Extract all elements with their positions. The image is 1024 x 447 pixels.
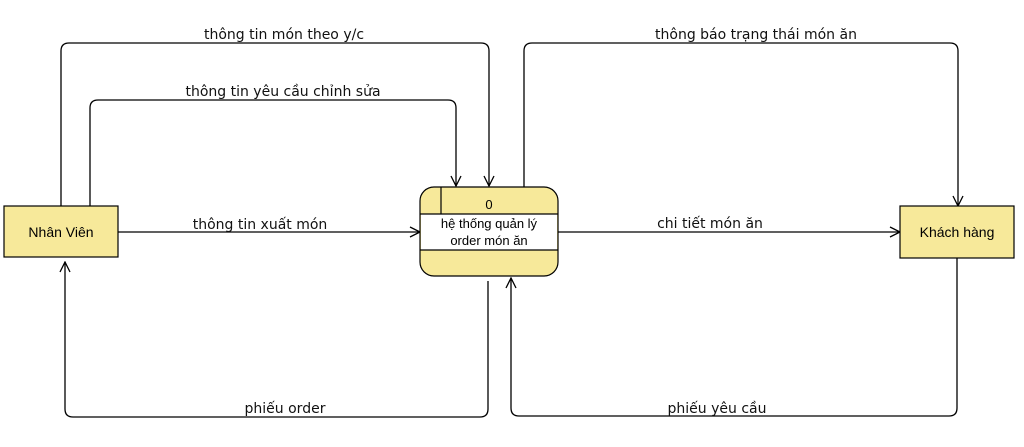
entity-customer[interactable]: Khách hàng	[899, 205, 1015, 259]
flow-label-dish-details: chi tiết món ăn	[657, 215, 763, 232]
flow-line-dish-status-notice	[523, 42, 958, 206]
flow-label-dish-status-notice: thông báo trạng thái món ăn	[655, 27, 857, 43]
process-number: 0	[485, 197, 492, 212]
flow-line-request-slip	[511, 258, 958, 417]
process-name-line2: order món ăn	[450, 233, 527, 248]
flow-label-edit-request: thông tin yêu cầu chỉnh sửa	[185, 84, 380, 100]
flow-label-request-slip: phiếu yêu cầu	[668, 400, 767, 417]
flow-line-edit-request	[89, 99, 456, 206]
process-order-system[interactable]: 0 hệ thống quản lý order món ăn	[419, 186, 559, 277]
entity-staff-label: Nhân Viên	[28, 224, 93, 240]
process-name-line1: hệ thống quản lý	[441, 216, 538, 231]
flow-line-order-slip	[65, 262, 489, 418]
flow-label-order-slip: phiếu order	[245, 400, 326, 417]
flow-label-info-by-request: thông tin món theo y/c	[204, 27, 364, 43]
entity-customer-label: Khách hàng	[920, 224, 995, 240]
entity-staff[interactable]: Nhân Viên	[3, 205, 119, 258]
flow-label-dish-output-info: thông tin xuất món	[193, 217, 328, 233]
flow-line-info-by-request	[60, 42, 489, 206]
